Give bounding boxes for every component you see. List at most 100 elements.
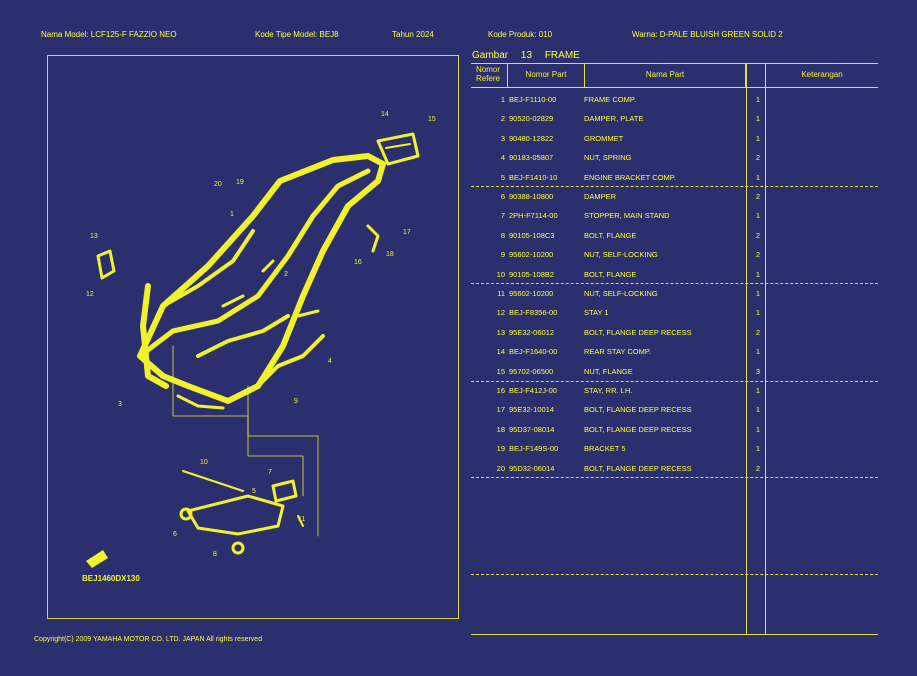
part-name: GROMMET — [584, 133, 624, 143]
part-number: 90183-05807 — [509, 153, 554, 163]
part-name: NUT, FLANGE — [584, 366, 633, 376]
figure-number: 13 — [520, 50, 533, 61]
parts-diagram: 1 2 3 4 5 6 7 8 9 10 11 12 13 14 15 16 1… — [47, 55, 459, 619]
quantity: 1 — [755, 424, 761, 434]
diagram-code: BEJ1460DX130 — [82, 574, 140, 583]
callout-7: 7 — [268, 469, 272, 476]
part-name: BOLT, FLANGE DEEP RECESS — [584, 327, 692, 337]
part-name: STAY 1 — [584, 308, 609, 318]
quantity: 3 — [755, 366, 761, 376]
ref-number: 3 — [500, 133, 505, 143]
part-number: 95702-06500 — [509, 366, 554, 376]
part-number: 95602-10200 — [509, 250, 554, 260]
callout-15: 15 — [428, 116, 436, 123]
callout-20: 20 — [214, 181, 222, 188]
part-name: BOLT, FLANGE — [584, 269, 637, 279]
part-number: 95602-10200 — [509, 289, 554, 298]
figure-title: Gambar 13 FRAME — [472, 50, 590, 61]
callout-13: 13 — [90, 233, 98, 240]
figure-label: Gambar — [472, 50, 509, 61]
quantity: 1 — [755, 405, 761, 415]
header-ref-line2: Refere — [475, 74, 500, 83]
quantity: 1 — [755, 308, 761, 318]
ref-number: 6 — [500, 192, 505, 201]
ref-number: 17 — [496, 405, 505, 415]
part-number: 95E32-06012 — [509, 327, 555, 337]
copyright-notice: Copyright(C) 2009 YAMAHA MOTOR CO. LTD. … — [34, 636, 263, 643]
quantity: 1 — [755, 347, 761, 357]
part-name: BRACKET 5 — [584, 444, 626, 454]
ref-number: 19 — [496, 444, 505, 454]
color-code: Warna: D-PALE BLUISH GREEN SOLID 2 — [632, 30, 783, 39]
ref-number: 12 — [496, 308, 505, 318]
part-number: 90388-10800 — [509, 192, 554, 201]
part-name: DAMPER — [584, 192, 617, 201]
part-number: BEJ-F149S-00 — [509, 444, 559, 454]
parts-table: Nomor Refere Nomor Part Nama Part Ketera… — [471, 63, 878, 635]
header-ref-line1: Nomor — [475, 65, 500, 74]
ref-number: 11 — [497, 289, 505, 298]
quantity: 1 — [755, 211, 761, 221]
column-divider — [765, 63, 766, 635]
callout-8: 8 — [213, 551, 217, 558]
group-divider — [471, 186, 878, 187]
column-divider — [746, 63, 747, 635]
model-name: Nama Model: LCF125-F FAZZIO NEO — [41, 30, 177, 39]
part-name: BOLT, FLANGE DEEP RECESS — [584, 405, 692, 415]
group-divider — [471, 574, 878, 575]
part-name: STOPPER, MAIN STAND — [584, 211, 670, 221]
callout-9: 9 — [294, 398, 298, 405]
model-type-code: Kode Tipe Model: BEJ8 — [255, 30, 339, 39]
table-row[interactable]: 15 95702-06500 NUT, FLANGE 3 — [471, 367, 878, 386]
part-number: 90520-02829 — [509, 114, 554, 124]
callout-17: 17 — [403, 229, 411, 236]
table-row[interactable]: 10 90105-108B2 BOLT, FLANGE 1 — [471, 270, 878, 289]
table-row[interactable]: 19 BEJ-F149S-00 BRACKET 5 1 — [471, 444, 878, 463]
part-number: BEJ-F1640-00 — [509, 347, 558, 357]
part-number: BEJ-F8356-00 — [509, 308, 558, 318]
table-top-border — [471, 63, 878, 64]
quantity: 1 — [755, 172, 761, 182]
quantity: 1 — [755, 289, 761, 298]
callout-10: 10 — [200, 459, 208, 466]
part-number: 95D37-08014 — [509, 424, 555, 434]
table-row[interactable]: 12 BEJ-F8356-00 STAY 1 1 — [471, 308, 878, 327]
ref-number: 4 — [500, 153, 505, 163]
callout-6: 6 — [173, 531, 177, 538]
quantity: 2 — [755, 463, 761, 473]
ref-number: 10 — [496, 269, 505, 279]
table-row[interactable]: 6 90388-10800 DAMPER 2 — [471, 192, 878, 211]
quantity: 2 — [755, 192, 761, 201]
quantity: 1 — [755, 133, 761, 143]
part-number: 2PH-F7114-00 — [509, 211, 558, 221]
header-remark: Keterangan — [801, 70, 843, 79]
part-name: NUT, SELF-LOCKING — [584, 250, 658, 260]
ref-number: 13 — [496, 327, 505, 337]
ref-number: 8 — [500, 230, 505, 240]
callout-2: 2 — [284, 271, 288, 278]
quantity: 1 — [755, 444, 761, 454]
part-number: BEJ-F1110-00 — [509, 95, 557, 104]
quantity: 2 — [755, 153, 761, 163]
part-number: 90105-108B2 — [509, 269, 555, 279]
header-ref: Nomor Refere — [471, 63, 505, 87]
quantity: 1 — [755, 269, 761, 279]
ref-number: 14 — [496, 347, 505, 357]
ref-number: 15 — [496, 366, 505, 376]
ref-number: 20 — [496, 463, 505, 473]
